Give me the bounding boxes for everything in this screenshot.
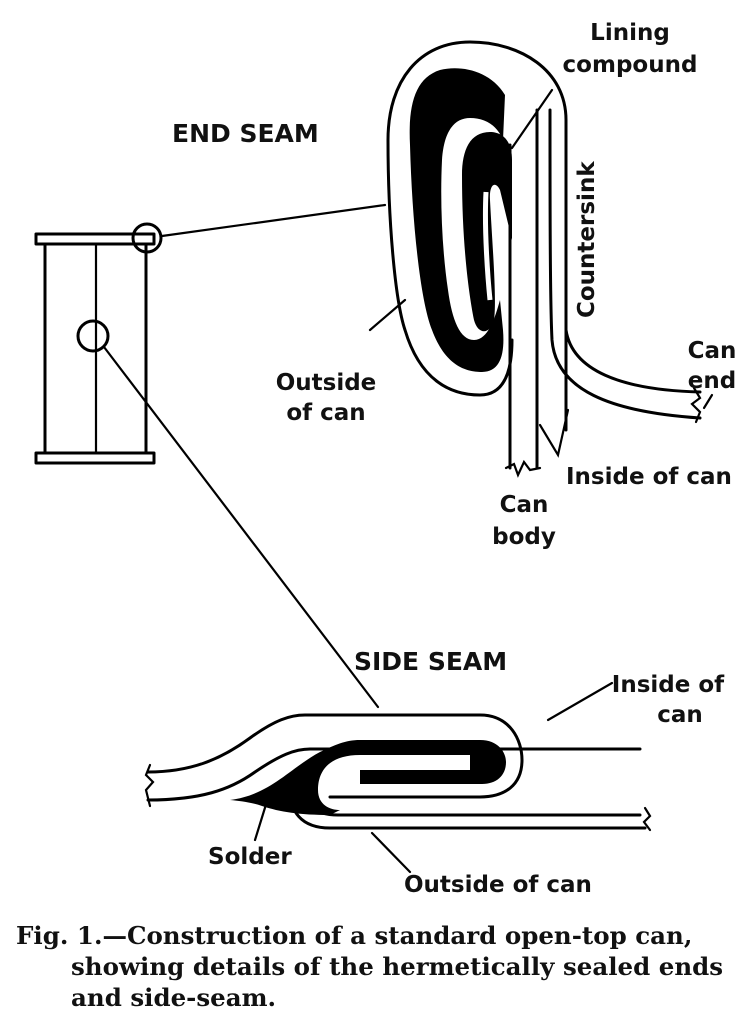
label-outside-of-can: Outside of can xyxy=(404,872,592,898)
caption-line-3: and side-seam. xyxy=(71,983,277,1012)
end-seam-leader-line xyxy=(160,203,387,238)
caption-line-1: Fig. 1.—Construction of a standard open-… xyxy=(16,921,693,950)
side-seam-title: SIDE SEAM xyxy=(354,647,507,676)
label-can-end-line1: Can xyxy=(688,338,737,364)
label-lining-compound-line2: compound xyxy=(563,52,698,78)
end-seam-detail xyxy=(368,40,714,478)
label-inside-of-can-line2: can xyxy=(657,702,703,728)
label-can-body-line2: body xyxy=(492,524,556,550)
label-inside-of-can: Inside of can xyxy=(566,464,732,490)
figure-caption: Fig. 1.—Construction of a standard open-… xyxy=(16,920,746,1013)
label-outside-of-can-line2: of can xyxy=(286,400,365,426)
label-inside-of-can-line1: Inside of xyxy=(612,672,725,698)
side-seam-leader-line xyxy=(102,345,380,709)
label-lining-compound-line1: Lining xyxy=(590,20,670,46)
label-can-body-line1: Can xyxy=(500,492,549,518)
label-countersink: Countersink xyxy=(574,161,600,318)
side-seam-detail xyxy=(144,681,652,874)
side-seam-marker-circle xyxy=(76,319,110,353)
end-seam-title: END SEAM xyxy=(172,119,319,148)
label-solder: Solder xyxy=(208,844,292,870)
caption-line-2: showing details of the hermetically seal… xyxy=(71,952,724,981)
label-can-end-line2: end xyxy=(688,368,736,394)
end-seam-marker-circle xyxy=(131,222,163,254)
label-outside-of-can-line1: Outside xyxy=(276,370,377,396)
can-outline xyxy=(34,222,163,465)
